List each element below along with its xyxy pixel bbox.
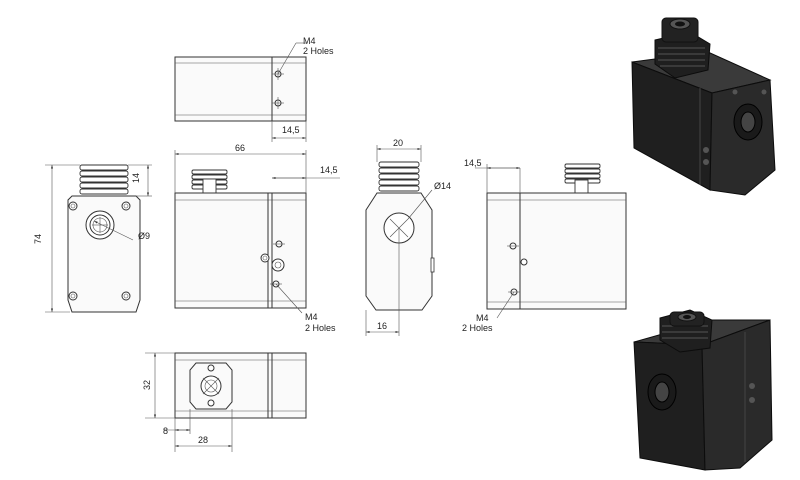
bottom-view: 32 8 28 bbox=[142, 352, 307, 452]
side-heatsink-fins bbox=[378, 161, 420, 192]
side-bottom-dim: 16 bbox=[377, 321, 387, 331]
back-heatsink bbox=[564, 163, 601, 194]
side-diameter-label: Ø14 bbox=[434, 181, 451, 191]
bottom-8-dim: 8 bbox=[163, 426, 168, 436]
front-m4-holes-label: 2 Holes bbox=[305, 323, 336, 333]
front-view: 66 14,5 M4 2 Holes bbox=[174, 143, 340, 333]
front-offset-dim: 14,5 bbox=[320, 165, 338, 175]
left-diameter-label: Ø9 bbox=[138, 231, 150, 241]
left-heatsink-fins bbox=[79, 164, 129, 195]
front-m4-label: M4 bbox=[305, 312, 318, 322]
back-m4-holes-label: 2 Holes bbox=[462, 323, 493, 333]
render-bottom bbox=[633, 309, 773, 471]
top-m4-label: M4 bbox=[303, 36, 316, 46]
left-fin-dim: 14 bbox=[131, 173, 141, 183]
bottom-height-dim: 32 bbox=[142, 380, 152, 390]
render-top bbox=[631, 17, 776, 196]
top-hole-2 bbox=[272, 97, 284, 109]
top-width-dim: 14,5 bbox=[282, 125, 300, 135]
side-view: 20 Ø14 16 bbox=[365, 138, 451, 336]
top-m4-holes-label: 2 Holes bbox=[303, 46, 334, 56]
front-length-dim: 66 bbox=[235, 143, 245, 153]
bottom-nozzle bbox=[200, 375, 222, 397]
back-offset-dim: 14,5 bbox=[464, 158, 482, 168]
left-view: Ø9 74 14 bbox=[33, 164, 152, 313]
front-heatsink bbox=[191, 169, 228, 194]
bottom-28-dim: 28 bbox=[198, 435, 208, 445]
back-view: 14,5 M4 2 Holes bbox=[430, 158, 627, 333]
top-view: M4 2 Holes 14,5 bbox=[174, 36, 334, 142]
back-m4-label: M4 bbox=[476, 313, 489, 323]
side-width-dim: 20 bbox=[393, 138, 403, 148]
left-nozzle bbox=[85, 210, 115, 240]
left-height-dim: 74 bbox=[33, 234, 43, 244]
